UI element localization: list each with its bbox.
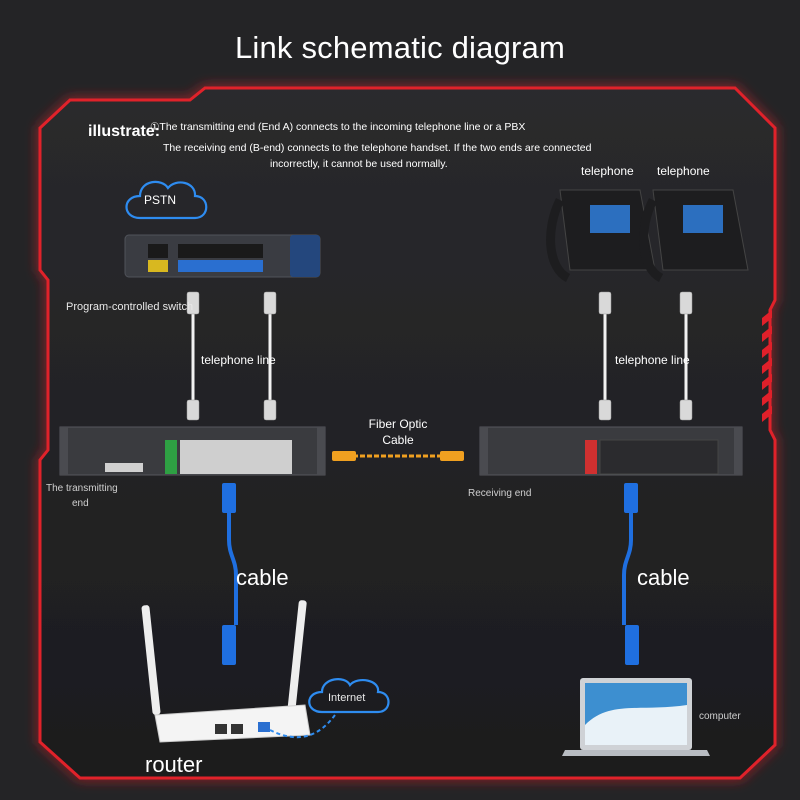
router bbox=[141, 600, 311, 743]
right-network-cable bbox=[622, 483, 639, 665]
telephone-1 bbox=[546, 189, 656, 283]
telephone-1-label: telephone bbox=[581, 164, 634, 178]
left-telephone-line-label: telephone line bbox=[201, 353, 276, 367]
program-controlled-switch bbox=[124, 234, 321, 278]
telephone-2-label: telephone bbox=[657, 164, 710, 178]
fiber-optic-cable bbox=[332, 451, 464, 461]
computer-label: computer bbox=[699, 711, 741, 722]
switch-label: Program-controlled switch bbox=[66, 301, 194, 313]
transmitting-end-label-2: end bbox=[72, 498, 89, 509]
note-line-2: The receiving end (B-end) connects to th… bbox=[163, 142, 592, 154]
right-telephone-lines bbox=[603, 312, 688, 400]
router-label: router bbox=[145, 752, 203, 777]
pstn-cloud bbox=[125, 180, 208, 220]
transmitting-end-unit bbox=[59, 426, 326, 476]
fiber-label-2: Cable bbox=[382, 433, 414, 447]
transmitting-end-label-1: The transmitting bbox=[46, 483, 118, 494]
note-line-1: ①The transmitting end (End A) connects t… bbox=[150, 121, 526, 133]
right-telephone-line-label: telephone line bbox=[615, 353, 690, 367]
left-network-cable bbox=[222, 483, 238, 665]
right-cable-label: cable bbox=[637, 565, 690, 590]
left-cable-label: cable bbox=[236, 565, 289, 590]
telephone-2 bbox=[639, 189, 749, 283]
receiving-end-label: Receiving end bbox=[468, 488, 532, 499]
pstn-label: PSTN bbox=[144, 193, 177, 207]
receiving-end-unit bbox=[479, 426, 743, 476]
internet-label: Internet bbox=[328, 692, 366, 704]
fiber-label-1: Fiber Optic bbox=[368, 417, 428, 431]
note-heading: illustrate: bbox=[88, 123, 161, 140]
laptop-computer bbox=[562, 678, 710, 756]
internet-cloud bbox=[269, 678, 390, 739]
left-telephone-lines bbox=[191, 312, 272, 400]
page-title: Link schematic diagram bbox=[234, 30, 566, 65]
note-line-3: incorrectly, it cannot be used normally. bbox=[270, 158, 448, 170]
